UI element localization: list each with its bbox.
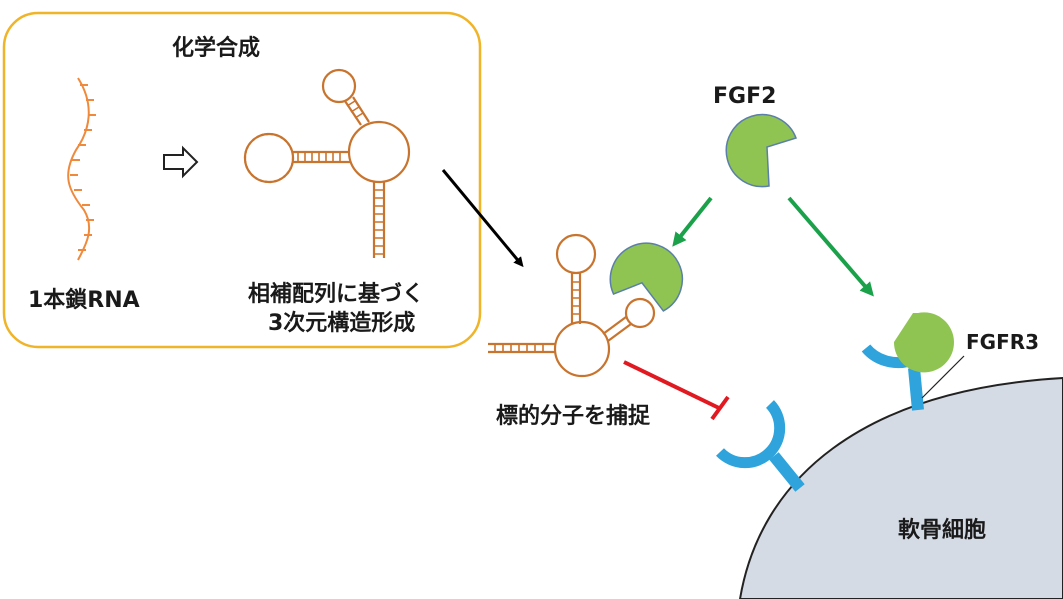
fgfr3-receptor-free (716, 400, 805, 492)
aptamer-capture-label: 標的分子を捕捉 (496, 404, 651, 429)
fgf2-ligand-icon (725, 113, 797, 188)
hollow-right-arrow-icon (163, 145, 199, 179)
chondrocyte-label: 軟骨細胞 (898, 518, 987, 543)
fgf2-bound-to-aptamer (609, 242, 684, 312)
folding-label-line1: 相補配列に基づく (248, 282, 425, 307)
single-strand-rna-icon (67, 77, 96, 261)
synthesis-title: 化学合成 (172, 36, 261, 61)
process-arrow (441, 169, 524, 268)
activation-arrow-to-aptamer (672, 196, 713, 247)
inhibition-symbol (623, 360, 730, 421)
aptamer-structure-icon (488, 233, 656, 378)
single-strand-rna-label: 1本鎖RNA (28, 288, 140, 313)
activation-arrow-to-receptor (787, 196, 874, 297)
folded-rna-structure-icon (243, 68, 411, 258)
fgfr3-pointer-line (921, 355, 965, 399)
chemical-synthesis-box (2, 11, 482, 349)
fgfr3-receptor-active (861, 312, 954, 411)
folding-label-line2: 3次元構造形成 (268, 311, 416, 336)
fgfr3-label: FGFR3 (966, 330, 1040, 354)
fgf2-label: FGF2 (713, 84, 777, 109)
chondrocyte-cell (738, 376, 1063, 599)
